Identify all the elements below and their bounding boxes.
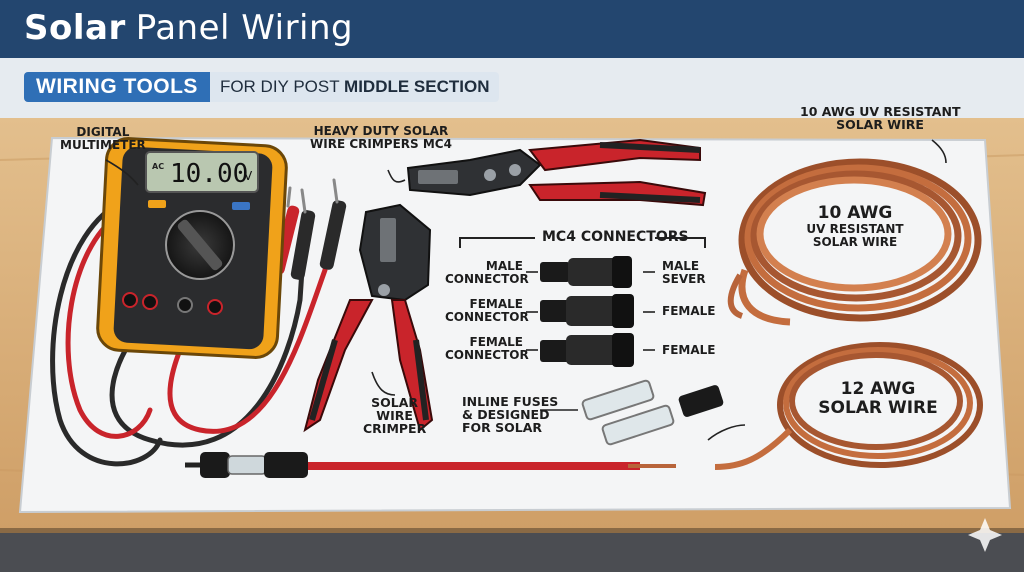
label-10awg-coil: 10 AWG UV RESISTANT SOLAR WIRE [806,203,904,249]
subtitle-badge: WIRING TOOLS [24,72,210,102]
label-mc4-crimpers: HEAVY DUTY SOLAR WIRE CRIMPERS MC4 [310,124,452,151]
test-leads [50,178,347,467]
multimeter [96,137,288,359]
mc4-row-2-right: FEMALE [662,304,716,318]
mc4-row-3-right: FEMALE [662,343,716,357]
mc4-connector-male [540,256,632,288]
subtitle: WIRING TOOLS FOR DIY POST MIDDLE SECTION [24,72,500,102]
multimeter-mode: AC [152,162,165,171]
subtitle-prefix: FOR DIY POST [219,77,340,96]
label-digital-multimeter: DIGITAL MULTIMETER [60,125,146,152]
mc4-row-3-left: FEMALE CONNECTOR [445,335,529,362]
title-part2: Panel Wiring [135,8,354,48]
subtitle-text: FOR DIY POST MIDDLE SECTION [210,77,500,97]
multimeter-reading: 10.00 [170,159,249,189]
label-arrows [105,139,947,441]
wire-coil-12awg [714,342,983,470]
label-12awg-coil: 12 AWG SOLAR WIRE [818,379,938,418]
label-inline-fuses: INLINE FUSES & DESIGNED FOR SOLAR [462,394,559,435]
inline-fuse-holder [185,452,676,478]
inline-fuses [581,379,724,446]
mc4-row-1-left: MALE CONNECTOR [445,259,529,286]
mc4-row-2-left: FEMALE CONNECTOR [445,297,529,324]
mc4-connector-female-1 [540,294,634,328]
subtitle-emphasis: MIDDLE SECTION [344,77,490,96]
wire-coil-10awg [727,158,982,326]
sparkle-icon [968,518,1002,552]
mc4-crimper [406,138,707,207]
multimeter-unit: V [244,169,253,183]
mc4-heading: MC4 CONNECTORS [542,229,689,245]
header-bar [0,0,1024,58]
label-solar-wire-crimper: SOLAR WIRE CRIMPER [363,395,427,436]
multimeter-display [145,151,259,193]
solar-wire-crimper [303,203,434,433]
label-10awg-top: 10 AWG UV RESISTANT SOLAR WIRE [800,104,961,132]
mc4-row-1-right: MALE SEVER [662,259,706,286]
title-part1: Solar [24,8,126,48]
mc4-connector-female-2 [540,333,634,367]
mc4-bracket [459,237,706,248]
